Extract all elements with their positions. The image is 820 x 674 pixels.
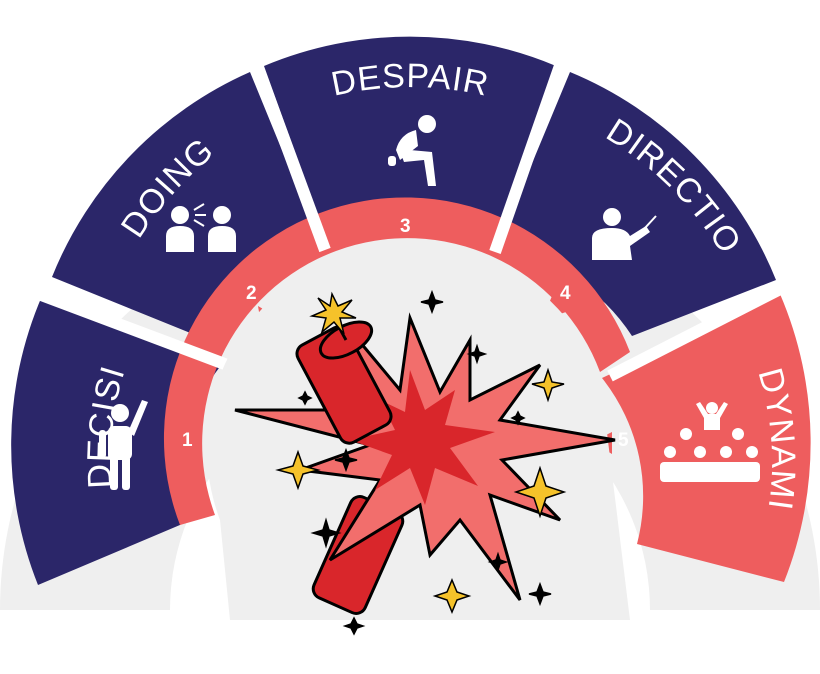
step-number-1: 1 bbox=[182, 430, 193, 451]
audience-cheering-icon bbox=[660, 402, 760, 482]
burst-stars bbox=[275, 289, 567, 636]
step-number-4: 4 bbox=[560, 283, 571, 304]
step-number-3: 3 bbox=[400, 216, 411, 237]
inner-arc bbox=[163, 197, 630, 525]
teacher-pointing-icon bbox=[592, 208, 657, 260]
person-head-in-hands-icon bbox=[388, 115, 436, 186]
segment-separators bbox=[25, 57, 789, 382]
step-number-5: 5 bbox=[618, 430, 629, 451]
two-people-talking-icon bbox=[166, 203, 236, 252]
step-number-2: 2 bbox=[246, 283, 257, 304]
person-raising-hand-icon bbox=[99, 400, 148, 490]
segment-dynamite bbox=[602, 294, 811, 582]
exploding-dynamite-icon bbox=[234, 291, 616, 615]
